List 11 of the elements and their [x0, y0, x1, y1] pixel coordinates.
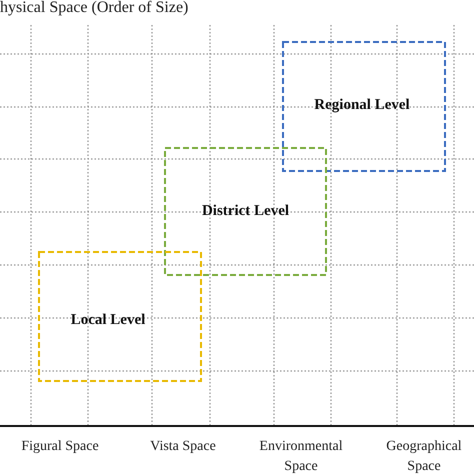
axis-title: hysical Space (Order of Size): [0, 0, 190, 18]
dashed-level-box: [282, 41, 446, 172]
axis-tick-label: Figural Space: [20, 438, 100, 456]
axis-tick-label: Environmental Space: [258, 438, 344, 474]
axis-tick-label: Geographical Space: [385, 438, 463, 474]
level-label: Regional Level: [314, 97, 410, 114]
axis-tick-label: Vista Space: [149, 438, 217, 456]
level-label: Local Level: [70, 312, 146, 329]
dashed-level-box: [164, 147, 327, 276]
dashed-level-box: [38, 251, 202, 382]
level-label: District Level: [202, 203, 290, 220]
